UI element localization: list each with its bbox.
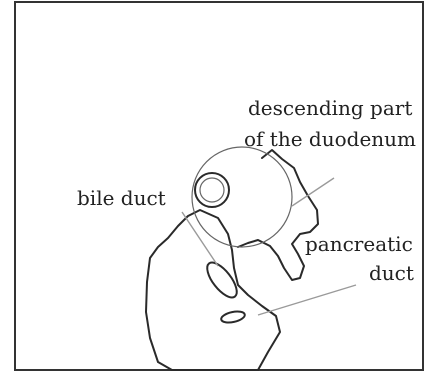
duodenum-lumen (192, 147, 292, 247)
label-pancreatic-line2: duct (369, 261, 414, 285)
label-bile-duct: bile duct (77, 186, 166, 210)
leader-duodenum (292, 178, 334, 206)
label-duodenum-line1: descending part (248, 96, 412, 120)
leader-bile-duct (182, 212, 218, 266)
leader-pancreatic-duct (258, 285, 356, 315)
pancreas-tissue (146, 210, 280, 370)
duodenum-wall (238, 150, 318, 280)
label-duodenum-line2: of the duodenum (244, 127, 416, 151)
pancreatic-duct-lumen (220, 310, 246, 325)
label-pancreatic-line1: pancreatic (305, 232, 413, 256)
bile-duct-inner-ring (200, 178, 224, 202)
